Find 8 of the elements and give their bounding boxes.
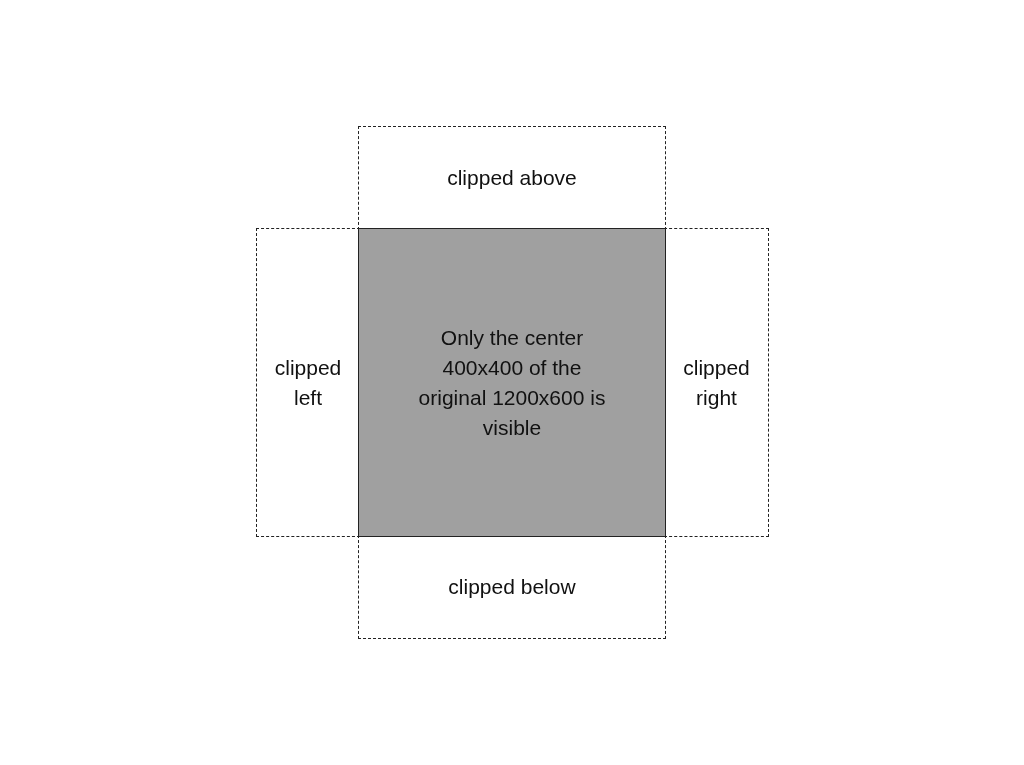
region-label: Only the center 400x400 of the original 1200x600 is visible: [417, 324, 607, 441]
visible-region-box: [358, 228, 666, 537]
dashed-region-box: [358, 535, 666, 639]
dashed-region-box: [664, 228, 769, 537]
region-label: clipped right: [682, 354, 751, 411]
region-label: clipped left: [273, 354, 343, 411]
region-label: clipped above: [447, 165, 577, 191]
region-label: clipped below: [448, 574, 576, 600]
